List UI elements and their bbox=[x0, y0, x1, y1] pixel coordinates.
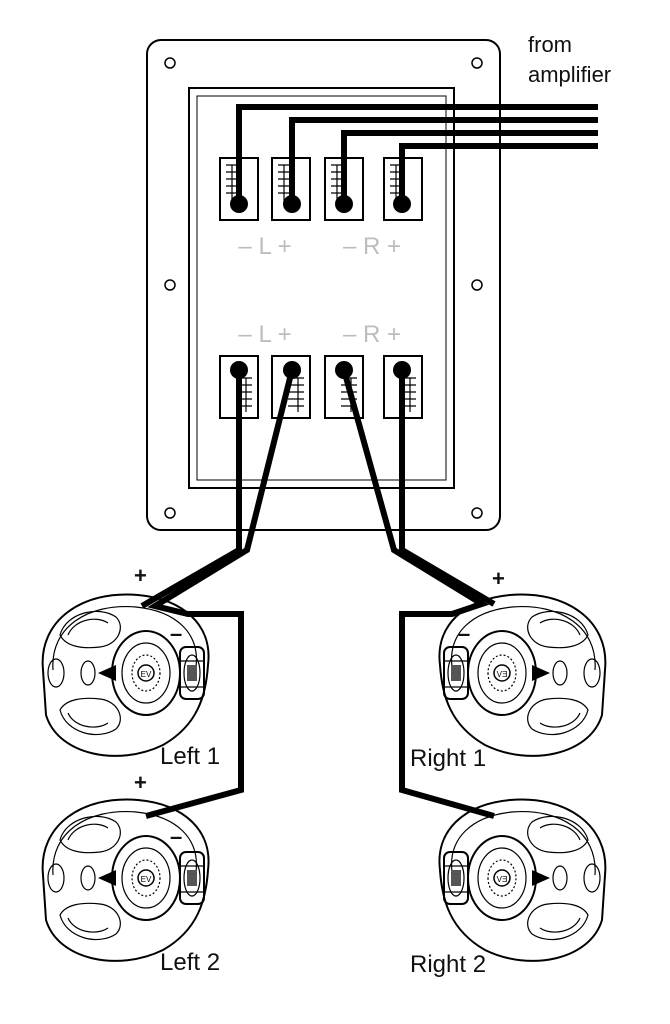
speaker-label-right1: Right 1 bbox=[410, 745, 486, 772]
source-label-line1: from bbox=[528, 32, 572, 57]
speaker-right-2 bbox=[438, 798, 607, 962]
polarity-minus-left1: – bbox=[170, 621, 182, 646]
polarity-minus-right1: – bbox=[458, 621, 470, 646]
speaker-left-2 bbox=[41, 798, 210, 962]
input-label-right: – R + bbox=[343, 233, 401, 260]
speaker-label-left2: Left 2 bbox=[160, 949, 220, 976]
speaker-left-1 bbox=[41, 593, 210, 757]
amplifier-wires bbox=[236, 104, 598, 204]
output-label-right: – R + bbox=[343, 321, 401, 348]
polarity-minus-left2: – bbox=[170, 824, 182, 849]
input-label-left: – L + bbox=[238, 233, 291, 260]
polarity-plus-left2: + bbox=[134, 770, 147, 795]
polarity-plus-left1: + bbox=[134, 563, 147, 588]
speaker-label-right2: Right 2 bbox=[410, 951, 486, 978]
wall-plate bbox=[146, 39, 501, 531]
output-label-left: – L + bbox=[238, 321, 291, 348]
speaker-label-left1: Left 1 bbox=[160, 743, 220, 770]
speaker-right-1 bbox=[438, 593, 607, 757]
source-label-line2: amplifier bbox=[528, 62, 611, 87]
wall-plate-inner bbox=[188, 87, 455, 489]
screw-holes bbox=[164, 57, 483, 519]
right-speaker-wires bbox=[341, 369, 496, 819]
polarity-plus-right1: + bbox=[492, 566, 505, 591]
